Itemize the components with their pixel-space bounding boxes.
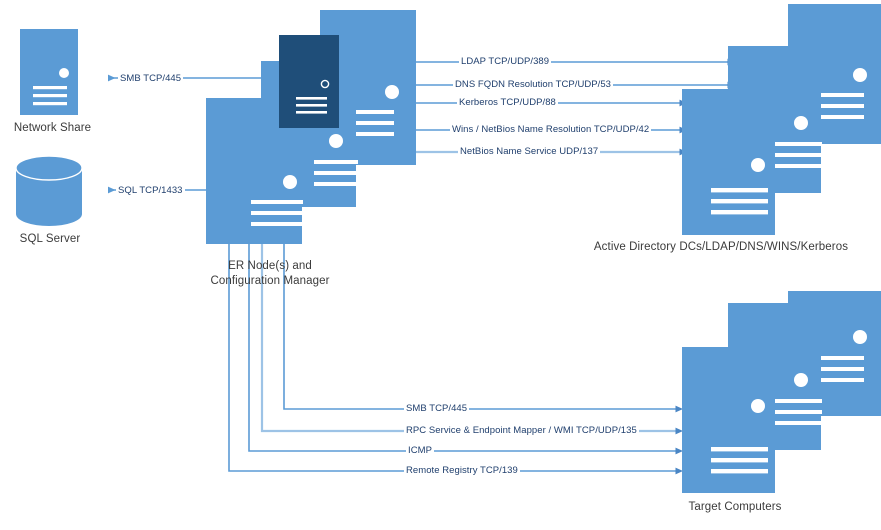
label-sql-tcp-1433: SQL TCP/1433 [116,185,185,196]
caption-target-computers: Target Computers [688,501,782,513]
label-kerberos: Kerberos TCP/UDP/88 [457,97,558,108]
label-smb-target: SMB TCP/445 [404,403,470,414]
caption-er-node-line2: Configuration Manager [210,275,330,287]
node-target-computers-cluster[interactable] [682,291,881,493]
label-ldap: LDAP TCP/UDP/389 [459,56,552,67]
node-sql-server[interactable] [15,155,83,226]
node-network-share[interactable] [20,29,78,115]
caption-er-node-line1: ER Node(s) and [228,260,312,272]
caption-active-directory: Active Directory DCs/LDAP/DNS/WINS/Kerbe… [593,241,849,253]
er-server-primary [279,35,339,128]
label-rpc-wmi: RPC Service & Endpoint Mapper / WMI TCP/… [404,425,639,436]
label-icmp: ICMP [406,445,434,456]
caption-network-share: Network Share [13,122,92,134]
label-wins-netbios-resolution: Wins / NetBios Name Resolution TCP/UDP/4… [450,124,652,135]
caption-sql-server: SQL Server [19,233,81,245]
node-er-node-cluster[interactable] [206,10,416,244]
label-smb-network-share: SMB TCP/445 [118,73,184,84]
label-remote-registry: Remote Registry TCP/139 [404,465,520,476]
node-active-directory-cluster[interactable] [682,4,881,235]
label-netbios-name-service: NetBios Name Service UDP/137 [458,146,601,157]
label-dns-fqdn: DNS FQDN Resolution TCP/UDP/53 [453,79,614,90]
tc-server-front [682,347,775,493]
